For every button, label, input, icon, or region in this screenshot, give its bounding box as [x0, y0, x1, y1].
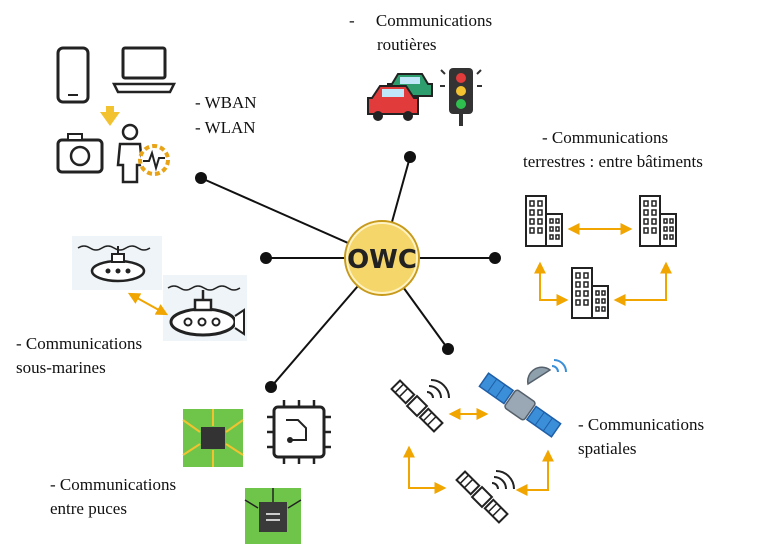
space-arrows	[403, 408, 554, 496]
submarine-large	[163, 275, 247, 341]
label-space-line1: - Communications	[578, 415, 705, 434]
traffic-light-icon	[440, 68, 482, 126]
chip-green-bottom	[244, 488, 302, 544]
terrestrial-arrows	[534, 223, 672, 306]
spoke-endpoints	[195, 151, 501, 393]
label-space-line2: spatiales	[578, 439, 637, 458]
chip-outline	[267, 400, 331, 464]
center-label: OWC	[347, 245, 417, 275]
label-road-line1: - Communications	[349, 11, 493, 30]
label-chips-line1: - Communications	[50, 475, 177, 494]
submarine-small	[72, 236, 162, 290]
submarine-icon	[72, 236, 247, 341]
label-terrestrial-line2: terrestres : entre bâtiments	[523, 152, 703, 171]
label-wban: - WBAN	[195, 93, 257, 112]
label-underwater-line1: - Communications	[16, 334, 143, 353]
label-chips-line2: entre puces	[50, 499, 127, 518]
satellite-dish-icon	[478, 359, 567, 438]
label-underwater-line2: sous-marines	[16, 358, 106, 377]
cars-icon	[367, 73, 433, 121]
chip-icon	[182, 400, 331, 544]
laptop-icon	[111, 46, 177, 94]
owc-center-node: OWC	[344, 220, 420, 296]
health-monitor-icon	[116, 123, 170, 184]
label-terrestrial-line1: - Communications	[542, 128, 669, 147]
underwater-arrow	[127, 292, 169, 316]
chip-green-left	[182, 409, 244, 467]
smartphone-icon	[56, 46, 90, 104]
label-road-line2: routières	[377, 35, 437, 54]
down-arrow-icon	[100, 106, 120, 126]
label-wlan: - WLAN	[195, 118, 256, 137]
camera-icon	[56, 133, 104, 174]
